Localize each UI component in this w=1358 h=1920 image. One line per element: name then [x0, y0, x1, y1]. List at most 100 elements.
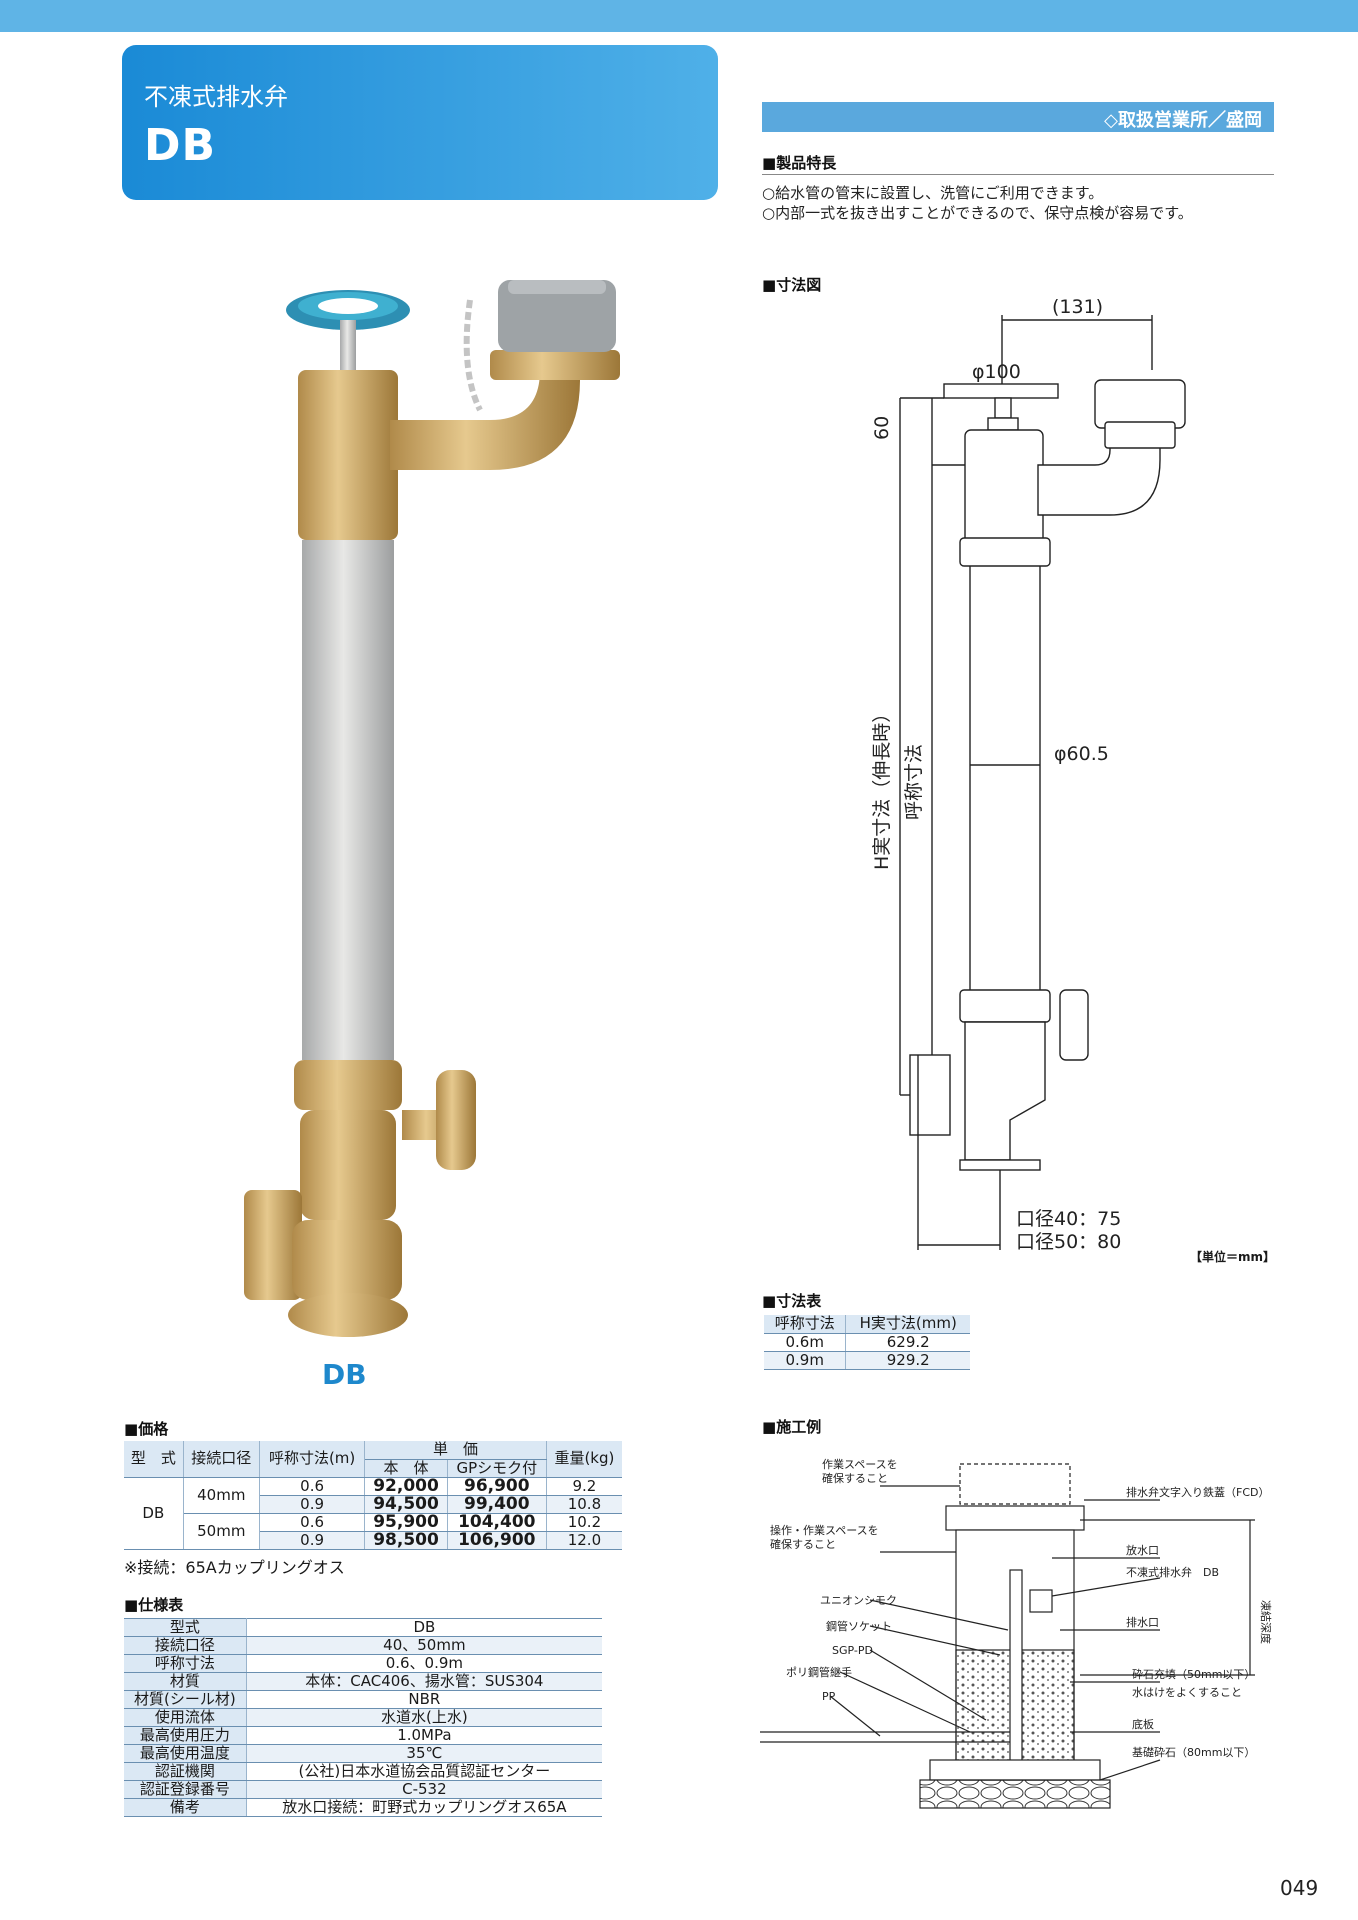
price-col-gp: GPシモク付	[447, 1459, 547, 1478]
dimension-table-heading: 寸法表	[762, 1290, 821, 1311]
label-poly: ポリ鋼管継手	[786, 1665, 852, 1679]
cell: 95,900	[364, 1513, 448, 1532]
label-socket: 鋼管ソケット	[826, 1619, 892, 1633]
office-bar: ◇取扱営業所／盛岡	[762, 102, 1274, 132]
label-sgp: SGP-PD	[832, 1644, 873, 1657]
cell: 629.2	[845, 1333, 970, 1352]
label-work-space-2: 確保すること	[822, 1471, 888, 1485]
cell: 92,000	[364, 1477, 448, 1496]
table-row: DB 40mm 0.6 92,000 96,900 9.2	[124, 1477, 622, 1550]
photo-label: DB	[322, 1358, 367, 1391]
label-drain: 排水口	[1126, 1615, 1159, 1629]
spec-key: 型式	[124, 1618, 247, 1637]
label-base: 底板	[1132, 1717, 1154, 1731]
spec-value: 水道水(上水)	[246, 1708, 602, 1727]
label-op-space: 操作・作業スペースを	[770, 1523, 879, 1537]
spec-value: C-532	[246, 1780, 602, 1799]
cell: 9.2	[546, 1477, 622, 1496]
table-row: 50mm 0.6 95,900 104,400 10.2	[124, 1513, 622, 1550]
label-drainage: 水はけをよくすること	[1132, 1686, 1242, 1699]
cell: 929.2	[845, 1351, 970, 1370]
price-heading: 価格	[124, 1418, 168, 1439]
cell: 106,900	[447, 1531, 547, 1550]
page-number: 049	[1280, 1876, 1319, 1900]
dim-wheel-label: φ100	[972, 361, 1021, 383]
price-col-weight: 重量(kg)	[546, 1441, 622, 1478]
spec-value: 35℃	[246, 1744, 602, 1763]
label-frost: 凍結深度	[1259, 1600, 1273, 1644]
spec-key: 最高使用圧力	[124, 1726, 247, 1745]
feature-line-1: ○給水管の管末に設置し、洗管にご利用できます。	[762, 184, 1104, 202]
label-base-gravel: 基礎砕石（80mm以下）	[1132, 1745, 1255, 1759]
cell: 10.8	[546, 1495, 622, 1514]
dim-pipe-label: φ60.5	[1054, 743, 1109, 765]
spec-key: 認証機関	[124, 1762, 247, 1781]
spec-value: (公社)日本水道協会品質認証センター	[246, 1762, 602, 1781]
price-note: ※接続：65Aカップリングオス	[124, 1558, 345, 1577]
dim-col-h: H実寸法(mm)	[845, 1315, 970, 1334]
price-col-bore: 接続口径	[183, 1441, 260, 1478]
price-table: 型 式 接続口径 呼称寸法(m) 単 価 重量(kg) 本 体 GPシモク付 D…	[124, 1441, 622, 1550]
spec-heading: 仕様表	[124, 1594, 183, 1615]
label-gravel: 砕石充填（50mm以下）	[1132, 1667, 1255, 1681]
dimension-table: 呼称寸法 H実寸法(mm) 0.6m 629.2 0.9m 929.2	[764, 1315, 970, 1370]
handwheel-icon	[286, 290, 410, 370]
label-valve: 不凍式排水弁 DB	[1126, 1565, 1219, 1579]
label-union: ユニオンシモク	[820, 1594, 897, 1607]
unit-note: 【単位＝mm】	[1190, 1250, 1276, 1264]
table-row: 0.9m 929.2	[764, 1351, 970, 1370]
cell: 98,500	[364, 1531, 448, 1550]
table-row: 備考放水口接続：町野式カップリングオス65A	[124, 1798, 602, 1817]
cell: 0.6m	[764, 1333, 847, 1352]
spec-value: 本体：CAC406、揚水管：SUS304	[246, 1672, 602, 1691]
table-row: 材質(シール材)NBR	[124, 1690, 602, 1709]
cell-bore: 40mm	[183, 1477, 260, 1514]
cell: 0.9	[259, 1531, 366, 1550]
dim-offset-label: (131)	[1052, 296, 1103, 318]
cell-model: DB	[124, 1477, 184, 1550]
features-heading: 製品特長	[762, 152, 836, 173]
spec-value: 40、50mm	[246, 1636, 602, 1655]
feature-line-2: ○内部一式を抜き出すことができるので、保守点検が容易です。	[762, 204, 1193, 222]
table-row: 認証機関(公社)日本水道協会品質認証センター	[124, 1762, 602, 1781]
label-cover: 排水弁文字入り鉄蓋（FCD）	[1126, 1485, 1269, 1499]
dim-bore50-label: 口径50：80	[1016, 1231, 1121, 1253]
cell: 104,400	[447, 1513, 547, 1532]
cell: 0.6	[259, 1513, 366, 1532]
features-rule	[762, 174, 1274, 175]
cell: 94,500	[364, 1495, 448, 1514]
dimension-drawing: (131) φ100 60 φ60.5 H実寸法（伸長時） 呼称寸法 口径40：…	[871, 296, 1186, 1253]
spec-key: 呼称寸法	[124, 1654, 247, 1673]
product-subtitle: 不凍式排水弁	[144, 83, 288, 111]
cell: 0.6	[259, 1477, 366, 1496]
spec-value: 放水口接続：町野式カップリングオス65A	[246, 1798, 602, 1817]
cell: 99,400	[447, 1495, 547, 1514]
spec-key: 備考	[124, 1798, 247, 1817]
spec-key: 認証登録番号	[124, 1780, 247, 1799]
label-pp: PP	[822, 1690, 836, 1703]
price-col-nominal: 呼称寸法(m)	[259, 1441, 366, 1478]
spec-key: 材質(シール材)	[124, 1690, 247, 1709]
install-heading: 施工例	[762, 1416, 821, 1437]
table-row: 0.9 98,500 106,900 12.0	[124, 1531, 622, 1550]
spec-value: NBR	[246, 1690, 602, 1709]
dimension-drawing-heading: 寸法図	[762, 274, 821, 295]
spec-key: 材質	[124, 1672, 247, 1691]
price-col-unit-price: 単 価	[364, 1441, 547, 1460]
spec-key: 使用流体	[124, 1708, 247, 1727]
cell-bore: 50mm	[183, 1513, 260, 1550]
label-op-space-2: 確保すること	[770, 1537, 836, 1551]
price-col-body: 本 体	[364, 1459, 448, 1478]
dim-col-nominal: 呼称寸法	[764, 1315, 847, 1334]
table-row: 0.6m 629.2	[764, 1333, 970, 1352]
top-color-bar	[0, 0, 1358, 32]
spec-key: 接続口径	[124, 1636, 247, 1655]
dim-nominal-label: 呼称寸法	[903, 744, 925, 820]
